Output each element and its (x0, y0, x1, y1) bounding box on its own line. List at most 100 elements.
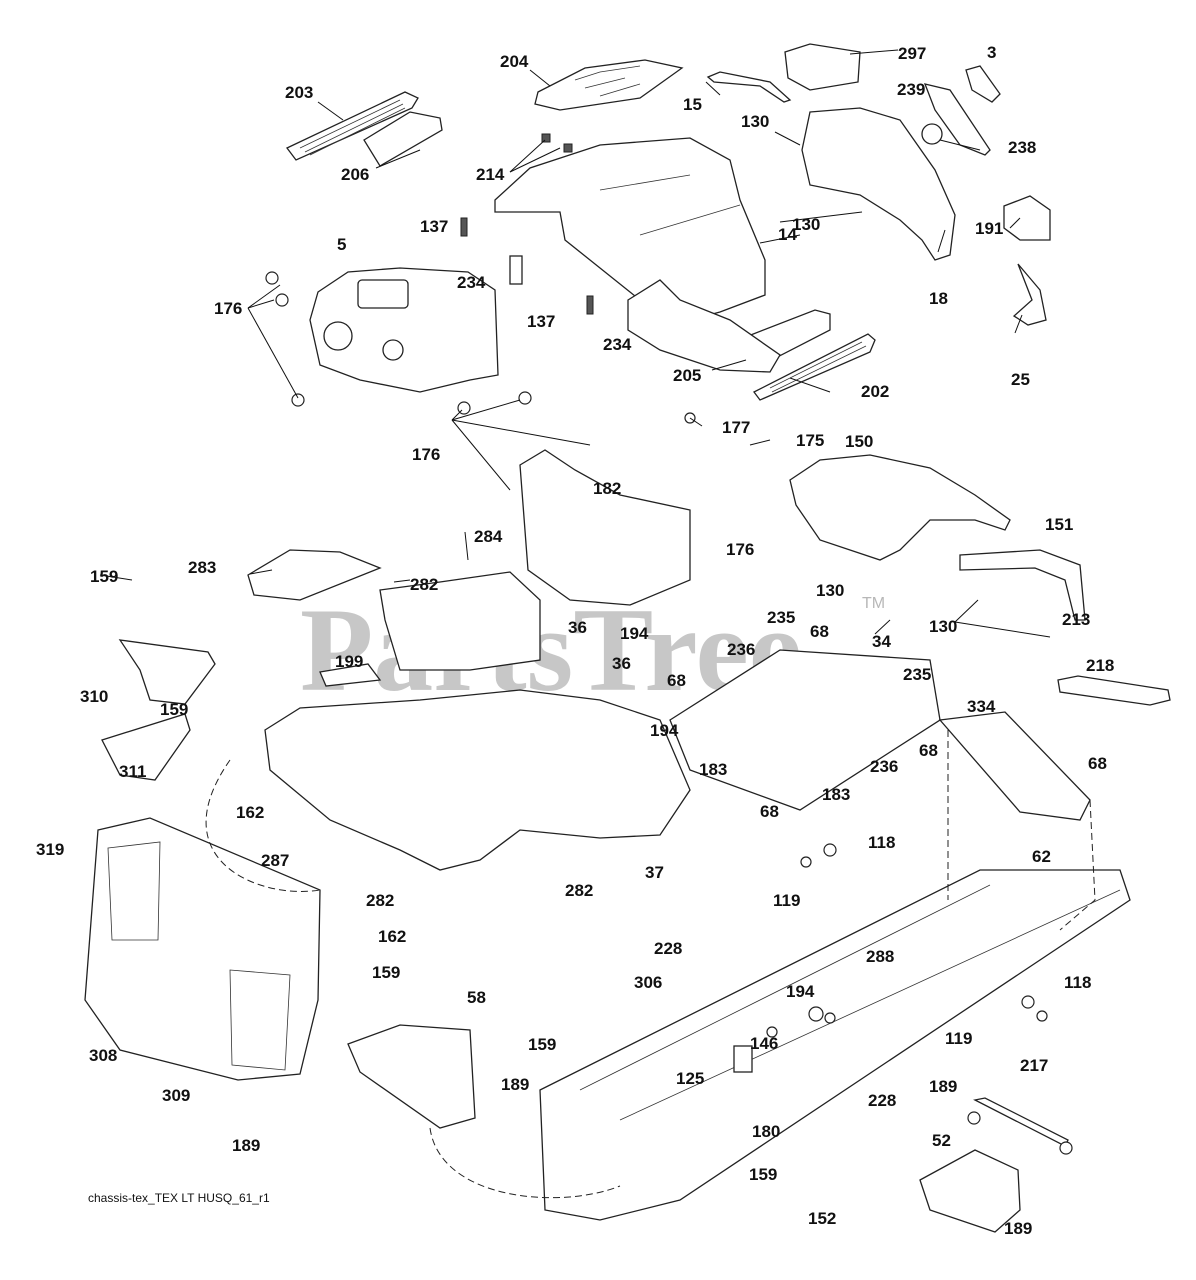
callout-18[interactable]: 18 (929, 289, 948, 308)
callout-130-c[interactable]: 130 (816, 581, 844, 600)
callout-68-e[interactable]: 68 (760, 802, 779, 821)
part-288-bearing (808, 1006, 824, 1022)
callout-68-d[interactable]: 68 (919, 741, 938, 760)
callout-52[interactable]: 52 (932, 1131, 951, 1150)
callout-282-b[interactable]: 282 (565, 881, 593, 900)
callout-311[interactable]: 311 (119, 762, 146, 781)
callout-150[interactable]: 150 (845, 432, 873, 451)
callout-234-a[interactable]: 234 (457, 273, 486, 292)
callout-119-a[interactable]: 119 (773, 891, 800, 910)
watermark-trademark: TM (862, 595, 885, 612)
callout-334[interactable]: 334 (967, 697, 996, 716)
callout-194-a[interactable]: 194 (620, 624, 649, 643)
callout-228-a[interactable]: 228 (654, 939, 682, 958)
callout-217[interactable]: 217 (1020, 1056, 1048, 1075)
callout-162-b[interactable]: 162 (378, 927, 406, 946)
callout-183-a[interactable]: 183 (699, 760, 727, 779)
callout-5[interactable]: 5 (337, 235, 346, 254)
callout-125[interactable]: 125 (676, 1069, 704, 1088)
callout-284[interactable]: 284 (474, 527, 503, 546)
callout-194-b[interactable]: 194 (650, 721, 679, 740)
callout-234-b[interactable]: 234 (603, 335, 632, 354)
callout-3[interactable]: 3 (987, 43, 996, 62)
callout-68-c[interactable]: 68 (1088, 754, 1107, 773)
callout-68-a[interactable]: 68 (810, 622, 829, 641)
callout-194-c[interactable]: 194 (786, 982, 815, 1001)
callout-152[interactable]: 152 (808, 1209, 836, 1228)
callout-288[interactable]: 288 (866, 947, 894, 966)
callout-34[interactable]: 34 (872, 632, 891, 651)
callout-130-d[interactable]: 130 (929, 617, 957, 636)
callout-151[interactable]: 151 (1045, 515, 1073, 534)
callout-118-a[interactable]: 118 (868, 833, 895, 852)
callout-176-a[interactable]: 176 (214, 299, 242, 318)
callout-214[interactable]: 214 (476, 165, 505, 184)
callout-36-a[interactable]: 36 (568, 618, 587, 637)
callout-176-c[interactable]: 176 (726, 540, 754, 559)
callout-189-c[interactable]: 189 (232, 1136, 260, 1155)
callout-183-b[interactable]: 183 (822, 785, 850, 804)
callout-162-a[interactable]: 162 (236, 803, 264, 822)
callout-180[interactable]: 180 (752, 1122, 780, 1141)
callout-213[interactable]: 213 (1062, 610, 1090, 629)
part-176-bolt (518, 391, 532, 405)
callout-177[interactable]: 177 (722, 418, 750, 437)
callout-238[interactable]: 238 (1008, 138, 1036, 157)
callout-235-b[interactable]: 235 (903, 665, 931, 684)
callout-236-b[interactable]: 236 (870, 757, 898, 776)
callout-203[interactable]: 203 (285, 83, 313, 102)
callout-309[interactable]: 309 (162, 1086, 190, 1105)
callout-159-a[interactable]: 159 (90, 567, 118, 586)
callout-159-c[interactable]: 159 (372, 963, 400, 982)
callout-282-a[interactable]: 282 (410, 575, 438, 594)
callout-283[interactable]: 283 (188, 558, 216, 577)
callout-310[interactable]: 310 (80, 687, 108, 706)
callout-282-c[interactable]: 282 (366, 891, 394, 910)
callout-235-a[interactable]: 235 (767, 608, 795, 627)
callout-191[interactable]: 191 (975, 219, 1003, 238)
callout-199[interactable]: 199 (335, 652, 363, 671)
callout-68-b[interactable]: 68 (667, 671, 686, 690)
callout-189-a[interactable]: 189 (501, 1075, 529, 1094)
callout-37[interactable]: 37 (645, 863, 664, 882)
part-238-grille-cover (923, 83, 991, 156)
callout-205[interactable]: 205 (673, 366, 701, 385)
callout-25[interactable]: 25 (1011, 370, 1030, 389)
callout-175[interactable]: 175 (796, 431, 824, 450)
callout-306[interactable]: 306 (634, 973, 662, 992)
callout-159-e[interactable]: 159 (749, 1165, 777, 1184)
part-176-bolt (265, 271, 279, 285)
callout-159-b[interactable]: 159 (160, 700, 188, 719)
callout-297[interactable]: 297 (898, 44, 926, 63)
callout-118-b[interactable]: 118 (1064, 973, 1091, 992)
callout-204[interactable]: 204 (500, 52, 529, 71)
part-214-clip (541, 133, 551, 143)
callout-15[interactable]: 15 (683, 95, 702, 114)
callout-189-d[interactable]: 189 (1004, 1219, 1032, 1238)
part-118-washer (1021, 995, 1035, 1009)
callout-176-b[interactable]: 176 (412, 445, 440, 464)
callout-119-b[interactable]: 119 (945, 1029, 972, 1048)
callout-206[interactable]: 206 (341, 165, 369, 184)
callout-146[interactable]: 146 (750, 1034, 778, 1053)
callout-36-b[interactable]: 36 (612, 654, 631, 673)
part-137-strip (586, 295, 594, 315)
callout-62[interactable]: 62 (1032, 847, 1051, 866)
callout-159-d[interactable]: 159 (528, 1035, 556, 1054)
callout-287[interactable]: 287 (261, 851, 289, 870)
callout-228-b[interactable]: 228 (868, 1091, 896, 1110)
callout-239[interactable]: 239 (897, 80, 925, 99)
callout-308[interactable]: 308 (89, 1046, 117, 1065)
callout-218[interactable]: 218 (1086, 656, 1114, 675)
callout-14[interactable]: 14 (778, 225, 797, 244)
callout-130-b[interactable]: 130 (792, 215, 820, 234)
callout-130-a[interactable]: 130 (741, 112, 769, 131)
callout-182[interactable]: 182 (593, 479, 621, 498)
callout-202[interactable]: 202 (861, 382, 889, 401)
callout-58[interactable]: 58 (467, 988, 486, 1007)
callout-137-a[interactable]: 137 (420, 217, 448, 236)
callout-236-a[interactable]: 236 (727, 640, 755, 659)
callout-137-b[interactable]: 137 (527, 312, 555, 331)
callout-189-b[interactable]: 189 (929, 1077, 957, 1096)
callout-319[interactable]: 319 (36, 840, 64, 859)
